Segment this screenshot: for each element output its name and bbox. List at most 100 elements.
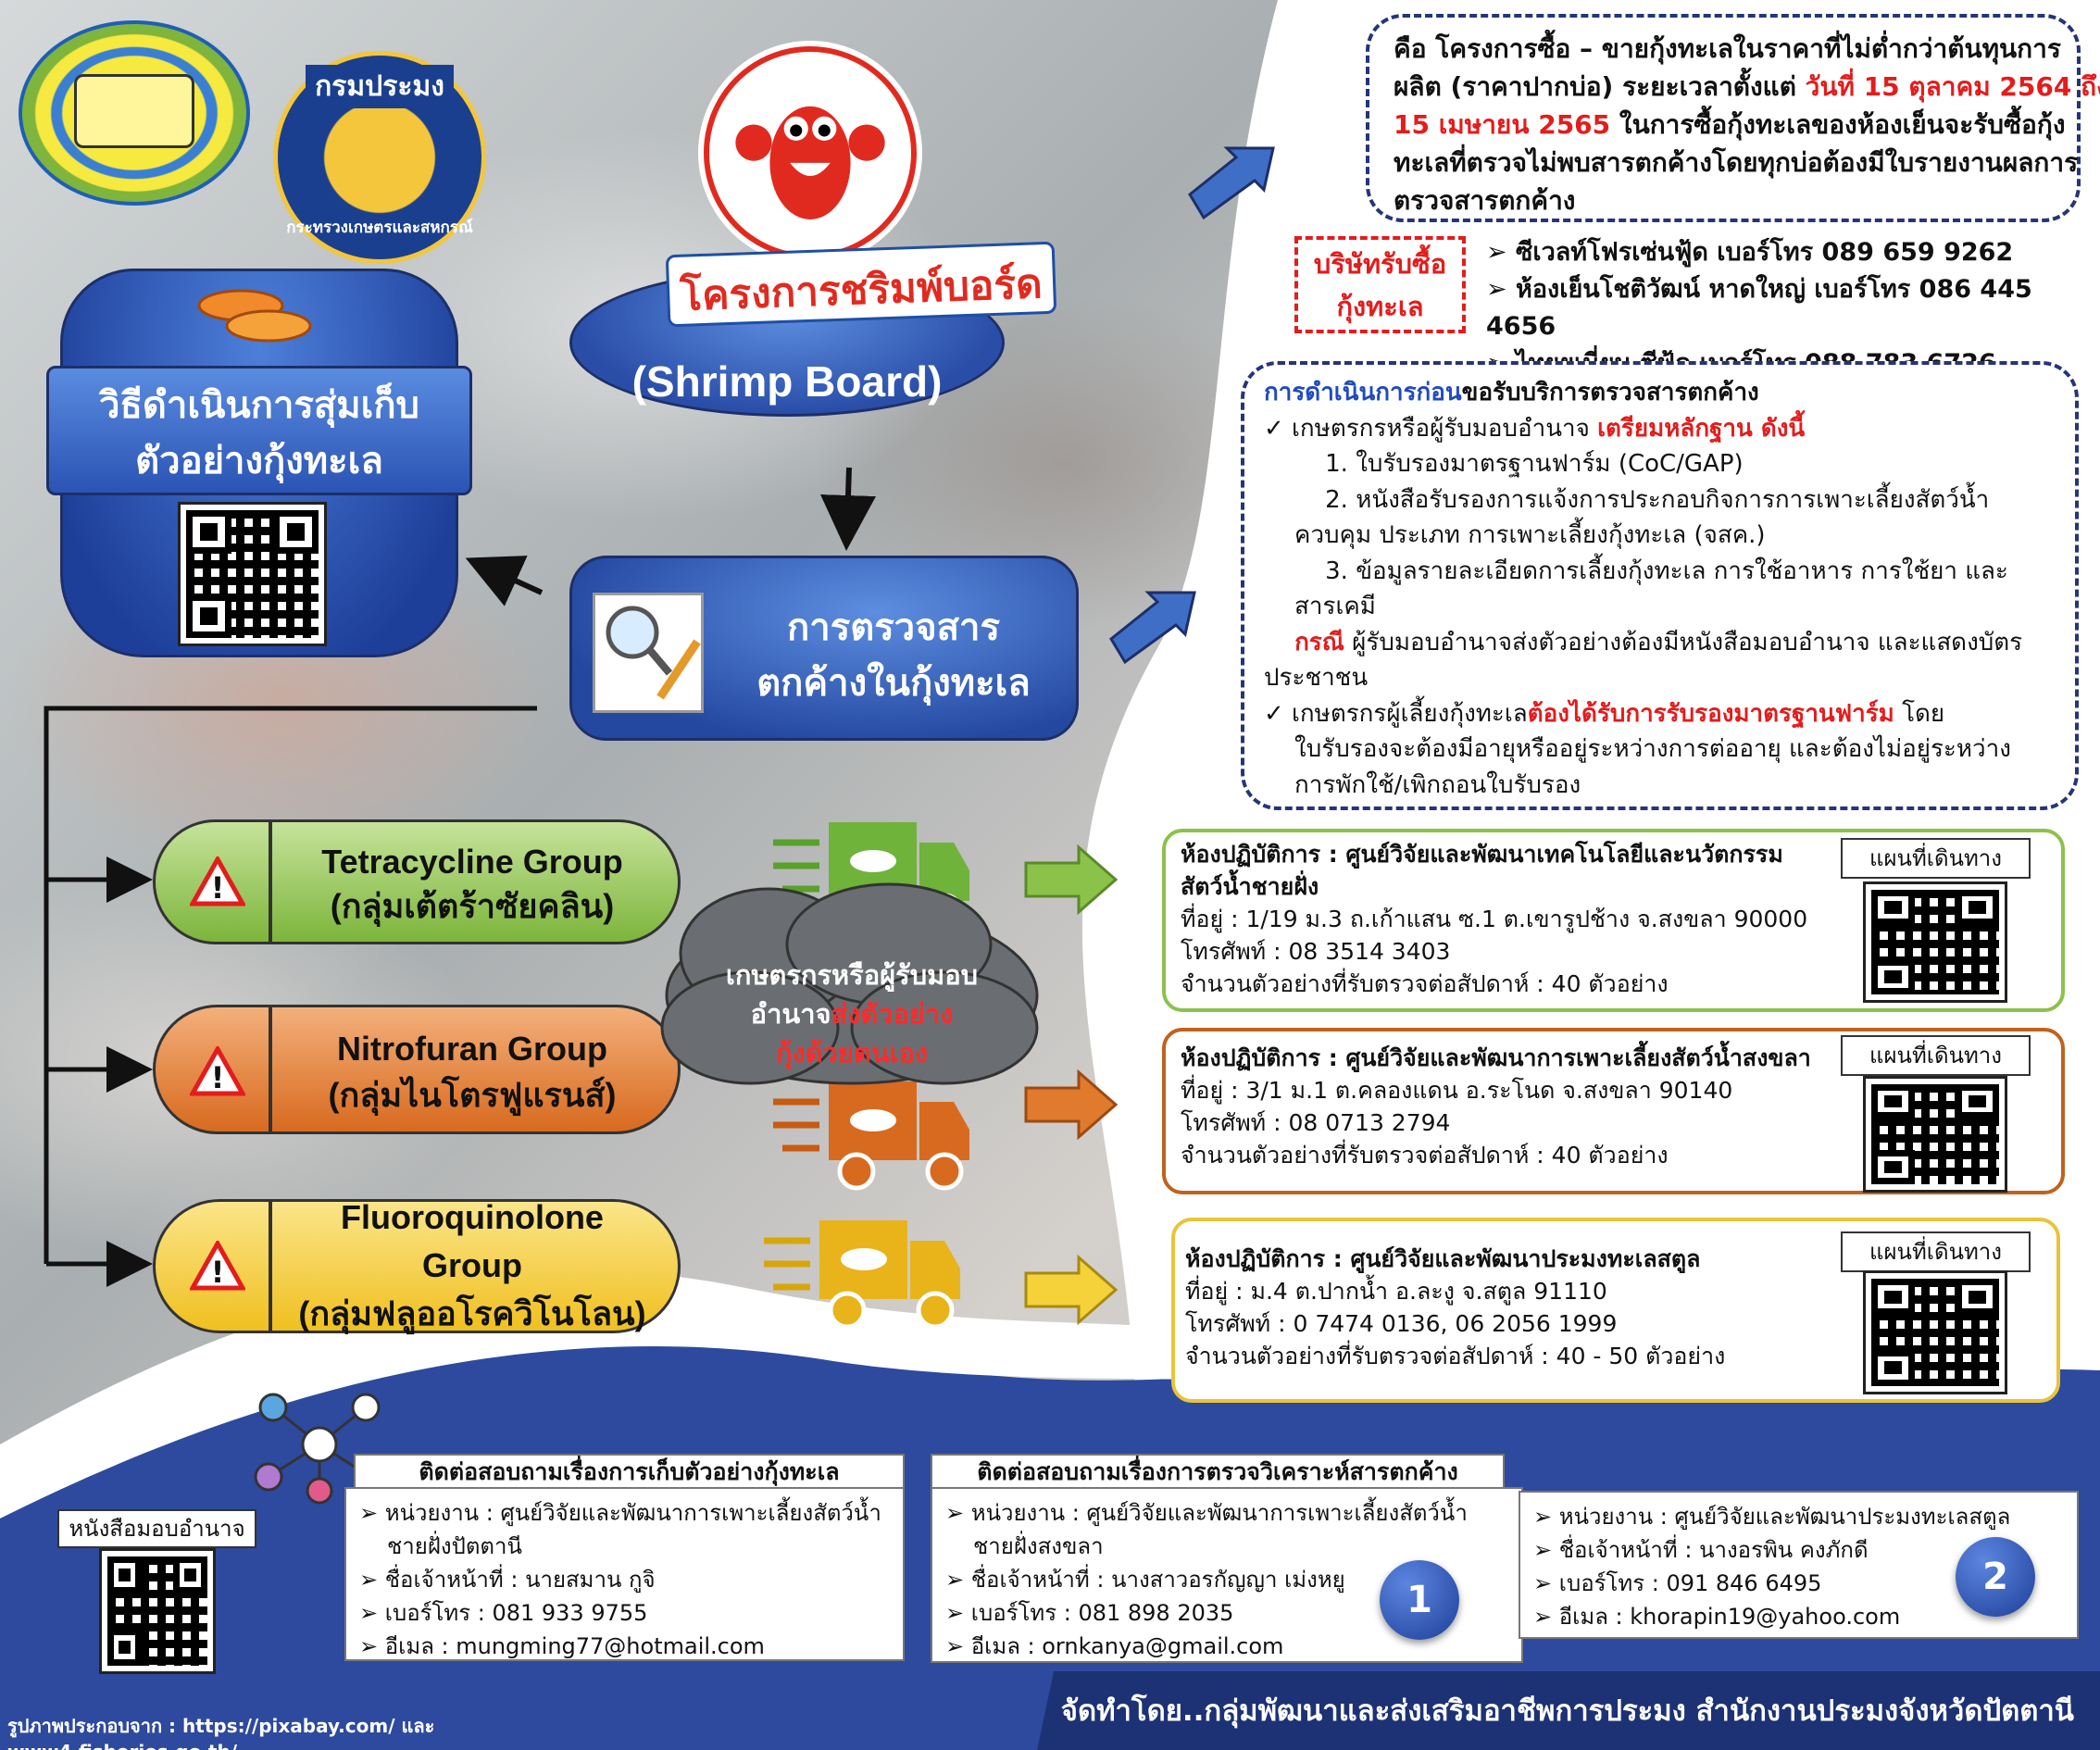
- prerequisite-segment: 3. ข้อมูลรายละเอียดการเลี้ยงกุ้งทะเล การ…: [1264, 556, 2008, 585]
- prerequisite-line: สารเคมี: [1264, 589, 2069, 625]
- lab-3-phone: โทรศัพท์ : 0 7474 0136, 06 2056 1999: [1185, 1310, 1618, 1337]
- cloud-line3: กุ้งด้วยตนเอง: [776, 1037, 928, 1069]
- description-segment: คือ โครงการซื้อ – ขายกุ้งทะเลในราคาที่ไม…: [1394, 33, 2061, 64]
- footer-credit: รูปภาพประกอบจาก : https://pixabay.com/ แ…: [7, 1715, 435, 1750]
- lab-2-capacity: จำนวนตัวอย่างที่รับตรวจต่อสัปดาห์ : 40 ต…: [1181, 1142, 1669, 1169]
- sampling-title-line1: วิธีดำเนินการสุ่มเก็บ: [99, 384, 419, 427]
- contact-email-link[interactable]: ➢ อีเมล : ornkanya@gmail.com: [945, 1633, 1284, 1659]
- prerequisite-segment: [1264, 629, 1294, 656]
- sampling-qr-code[interactable]: [178, 502, 327, 646]
- fluoroquinolone-label-1: Fluoroquinolone: [341, 1198, 604, 1236]
- residue-check-line1: การตรวจสาร: [787, 606, 1000, 649]
- nitrofuran-group-pill: [153, 1005, 681, 1134]
- description-line: ตรวจสารตกค้าง: [1394, 181, 2060, 219]
- self-delivery-cloud: [660, 882, 1039, 1085]
- lab-1-capacity: จำนวนตัวอย่างที่รับตรวจต่อสัปดาห์ : 40 ต…: [1181, 970, 1669, 997]
- buyer-item: ➢ ซีเวลท์โฟรเซ่นฟู้ด เบอร์โทร 089 659 92…: [1486, 238, 2014, 267]
- lab-2-map-label: แผนที่เดินทาง: [1841, 1035, 2031, 1076]
- cannon-emblem-icon: [74, 74, 194, 148]
- prerequisite-segment: ผู้รับมอบอำนาจส่งตัวอย่างต้องมีหนังสือมอ…: [1344, 628, 2023, 656]
- badge-2: 2: [1956, 1537, 2035, 1617]
- contact-email-link[interactable]: ➢ อีเมล : mungming77@hotmail.com: [359, 1633, 765, 1659]
- prerequisite-segment: ประชาชน: [1264, 664, 1369, 692]
- prerequisite-segment: ต้องได้รับการรับรองมาตรฐานฟาร์ม: [1527, 699, 1894, 728]
- description-segment: ตรวจสารตกค้าง: [1394, 185, 1576, 216]
- contact-item: ➢ เบอร์โทร : 081 898 2035: [945, 1600, 1234, 1626]
- contact-item: ➢ หน่วยงาน : ศูนย์วิจัยและพัฒนาการเพาะเล…: [359, 1500, 881, 1526]
- dof-logo-text: กรมประมง: [306, 65, 454, 108]
- prerequisites-box: [1241, 361, 2079, 810]
- description-line: ทะเลที่ตรวจไม่พบสารตกค้างโดยทุกบ่อต้องมี…: [1394, 144, 2078, 181]
- nitrofuran-divider: [269, 1005, 272, 1134]
- sampling-title-bar: [46, 366, 472, 495]
- lab-1-title2: สัตว์น้ำชายฝั่ง: [1181, 873, 1319, 900]
- lab-3-title: ห้องปฏิบัติการ : ศูนย์วิจัยและพัฒนาประมง…: [1185, 1245, 1701, 1272]
- prerequisite-line: ประชาชน: [1264, 660, 2069, 696]
- prerequisite-line: ✓ เกษตรกรหรือผู้รับมอบอำนาจ เตรียมหลักฐา…: [1264, 411, 2069, 447]
- prerequisite-segment: การดำเนินการก่อน: [1264, 379, 1462, 406]
- prerequisite-line: ใบรับรองจะต้องมีอายุหรืออยู่ระหว่างการต่…: [1264, 731, 2069, 768]
- lab-2-map-qr[interactable]: [1863, 1076, 2007, 1193]
- prerequisite-segment: ใบรับรองจะต้องมีอายุหรืออยู่ระหว่างการต่…: [1264, 735, 2011, 763]
- description-segment: ในการซื้อกุ้งทะเลของห้องเย็นจะรับซื้อกุ้…: [1610, 109, 2066, 140]
- lab-1-info: ห้องปฏิบัติการ : ศูนย์วิจัยและพัฒนาเทคโน…: [1181, 838, 1829, 1000]
- prerequisite-segment: ✓ เกษตรกรผู้เลี้ยงกุ้งทะเล: [1264, 699, 1528, 728]
- prerequisite-segment: สารเคมี: [1264, 593, 1376, 620]
- badge-1: 1: [1380, 1560, 1459, 1640]
- prerequisite-line: 3. ข้อมูลรายละเอียดการเลี้ยงกุ้งทะเล การ…: [1264, 554, 2069, 590]
- lab-1-title: ห้องปฏิบัติการ : ศูนย์วิจัยและพัฒนาเทคโน…: [1181, 841, 1783, 868]
- lab-1-map-qr[interactable]: [1863, 881, 2007, 1003]
- prerequisite-segment: การพักใช้/เพิกถอนใบรับรอง: [1264, 770, 1581, 799]
- description-line: 15 เมษายน 2565 ในการซื้อกุ้งทะเลของห้องเ…: [1394, 106, 2066, 144]
- prerequisite-line: ควบคุม ประเภท การเพาะเลี้ยงกุ้งทะเล (จสค…: [1264, 518, 2069, 554]
- contact-sampling-card: ➢ หน่วยงาน : ศูนย์วิจัยและพัฒนาการเพาะเล…: [344, 1487, 905, 1661]
- contact-email-link[interactable]: ➢ อีเมล : khorapin19@yahoo.com: [1533, 1604, 1901, 1630]
- footer-org: จัดทำโดย..กลุ่มพัฒนาและส่งเสริมอาชีพการป…: [1060, 1694, 2074, 1728]
- buyers-label-line1: บริษัทรับซื้อ: [1313, 248, 1447, 280]
- prerequisite-segment: ขอรับบริการตรวจสารตกค้าง: [1461, 379, 1759, 406]
- prerequisite-line: การดำเนินการก่อนขอรับบริการตรวจสารตกค้าง: [1264, 375, 2069, 411]
- project-description-box: [1366, 14, 2081, 222]
- prerequisite-segment: 2. หนังสือรับรองการแจ้งการประกอบกิจการกา…: [1264, 485, 1990, 514]
- lab-3-address: ที่อยู่ : ม.4 ต.ปากน้ำ อ.ละงู จ.สตูล 911…: [1185, 1278, 1607, 1305]
- contact-item: ➢ เบอร์โทร : 081 933 9755: [359, 1600, 648, 1626]
- svg-text:!: !: [211, 1255, 225, 1290]
- lab-1-address: ที่อยู่ : 1/19 ม.3 ถ.เก้าแสน ซ.1 ต.เขารู…: [1181, 906, 1808, 932]
- description-segment: 15 เมษายน 2565: [1394, 109, 1611, 140]
- contact-item: ➢ ชื่อเจ้าหน้าที่ : นายสมาน กูจิ: [359, 1567, 656, 1593]
- prerequisite-segment: กรณี: [1294, 628, 1344, 656]
- prerequisite-line: 2. หนังสือรับรองการแจ้งการประกอบกิจการกา…: [1264, 482, 2069, 519]
- project-title-en: (Shrimp Board): [631, 357, 943, 406]
- lab-3-map-qr[interactable]: [1863, 1270, 2007, 1394]
- description-segment: ทะเลที่ตรวจไม่พบสารตกค้างโดยทุกบ่อต้องมี…: [1394, 147, 2079, 178]
- shrimp-icon: [185, 278, 324, 352]
- svg-text:!: !: [211, 1060, 225, 1095]
- warning-icon: !: [188, 1044, 247, 1096]
- contact-item: ชายฝั่งสงขลา: [973, 1533, 1104, 1559]
- cloud-line1: เกษตรกรหรือผู้รับมอบ: [725, 959, 979, 991]
- lab-3-capacity: จำนวนตัวอย่างที่รับตรวจต่อสัปดาห์ : 40 -…: [1185, 1343, 1726, 1369]
- tetracycline-label-2: (กลุ่มเต้ตร้าซัยคลิน): [330, 887, 615, 925]
- fluoroquinolone-group-pill: [153, 1199, 681, 1333]
- prerequisite-line: 1. ใบรับรองมาตรฐานฟาร์ม (CoC/GAP): [1264, 446, 2069, 482]
- description-segment: ผลิต (ราคาปากบ่อ) ระยะเวลาตั้งแต่: [1394, 71, 1806, 102]
- document-search-icon: [593, 593, 704, 713]
- prerequisite-segment: ✓ เกษตรกรหรือผู้รับมอบอำนาจ: [1264, 414, 1598, 443]
- prerequisite-segment: เตรียมหลักฐาน ดังนี้: [1597, 414, 1806, 443]
- tetracycline-group-pill: [153, 819, 681, 944]
- contact-analysis-title: ติดต่อสอบถามเรื่องการตรวจวิเคราะห์สารตกค…: [931, 1454, 1505, 1489]
- warning-icon: !: [188, 1238, 247, 1291]
- lobster-mascot-icon: [704, 46, 917, 259]
- lab-3-info: ห้องปฏิบัติการ : ศูนย์วิจัยและพัฒนาประมง…: [1185, 1243, 1833, 1372]
- fluoroquinolone-label-2: Group: [422, 1246, 522, 1284]
- contact-item: ➢ ชื่อเจ้าหน้าที่ : นางอรพิน คงภักดี: [1533, 1537, 1869, 1563]
- fluoroquinolone-label-3: (กลุ่มฟลูออโรควิโนโลน): [298, 1294, 646, 1332]
- nitrofuran-label-1: Nitrofuran Group: [337, 1030, 607, 1068]
- orange-truck-icon: [773, 1081, 969, 1191]
- poa-qr-code[interactable]: [99, 1548, 216, 1674]
- fluoroquinolone-divider: [269, 1199, 272, 1333]
- dof-logo-ministry: กระทรวงเกษตรและสหกรณ์: [286, 219, 473, 237]
- svg-text:!: !: [211, 870, 225, 906]
- prerequisite-line: กรณี ผู้รับมอบอำนาจส่งตัวอย่างต้องมีหนัง…: [1264, 625, 2069, 661]
- buyer-item: ➢ ห้องเย็นโชติวัฒน์ หาดใหญ่ เบอร์โทร 086…: [1486, 275, 2032, 341]
